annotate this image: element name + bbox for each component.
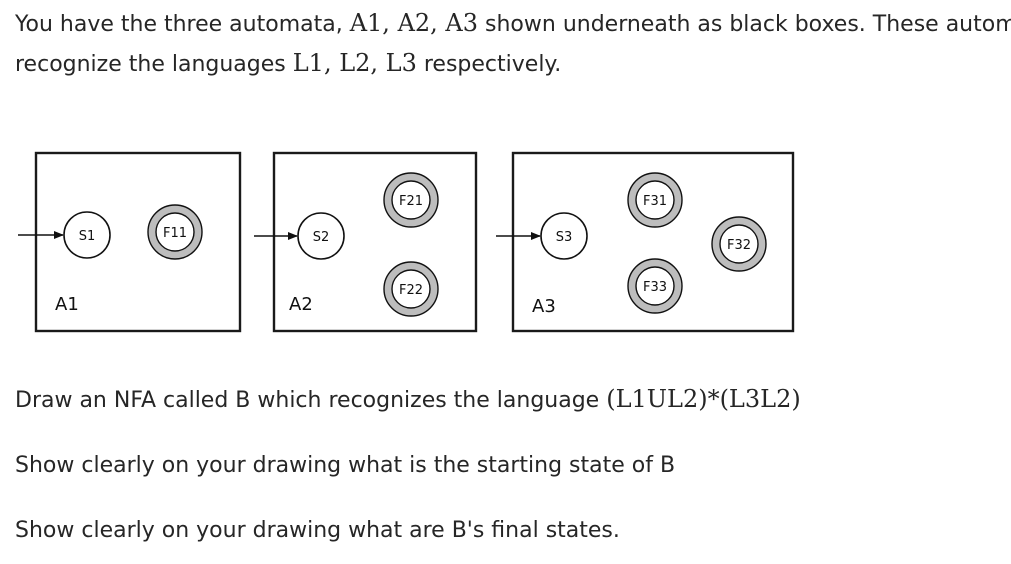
state-s2-label: S2 (313, 230, 330, 245)
task-line-2: Show clearly on your drawing what is the… (15, 453, 676, 478)
intro2-text-b: respectively. (416, 52, 562, 77)
intro-line-1: You have the three automata, A1, A2, A3 … (15, 4, 1011, 44)
automata-names: A1, A2, A3 (349, 9, 479, 37)
intro2-text-a: recognize the languages (15, 52, 293, 77)
state-f33-label: F33 (643, 280, 667, 295)
automaton-a1: S1 F11 A1 (18, 151, 242, 333)
automata-diagram: S1 F11 A1 S2 F21 F22 A2 S3 (18, 151, 795, 333)
state-s3 (540, 212, 588, 260)
state-f21-label: F21 (399, 194, 423, 209)
automaton-a1-label: A1 (55, 294, 79, 315)
final-state-f33 (627, 258, 683, 314)
state-s3-label: S3 (556, 230, 573, 245)
state-f32-label: F32 (727, 238, 751, 253)
automaton-a3: S3 F31 F32 F33 A3 (496, 151, 795, 333)
language-names: L1, L2, L3 (292, 49, 417, 77)
final-state-f31 (627, 172, 683, 228)
final-state-f21 (383, 172, 439, 228)
final-state-f32 (711, 216, 767, 272)
state-f22-label: F22 (399, 283, 423, 298)
state-s1 (63, 211, 111, 259)
intro-text-b: shown underneath as black boxes. These a… (478, 12, 1011, 37)
automaton-a2-label: A2 (289, 294, 313, 315)
automaton-a3-label: A3 (532, 296, 556, 317)
final-state-f22 (383, 261, 439, 317)
intro-line-2: recognize the languages L1, L2, L3 respe… (15, 44, 561, 84)
state-s1-label: S1 (79, 229, 96, 244)
task-text: Draw an NFA called B which recognizes th… (15, 388, 607, 413)
final-state-f11 (147, 204, 203, 260)
intro-text-a: You have the three automata, (15, 12, 350, 37)
task-line-1: Draw an NFA called B which recognizes th… (15, 380, 801, 420)
state-f11-label: F11 (163, 226, 187, 241)
task-line-3: Show clearly on your drawing what are B'… (15, 518, 620, 543)
state-f31-label: F31 (643, 194, 667, 209)
state-s2 (297, 212, 345, 260)
automaton-a2: S2 F21 F22 A2 (254, 151, 478, 333)
target-language: (L1UL2)*(L3L2) (606, 385, 801, 413)
